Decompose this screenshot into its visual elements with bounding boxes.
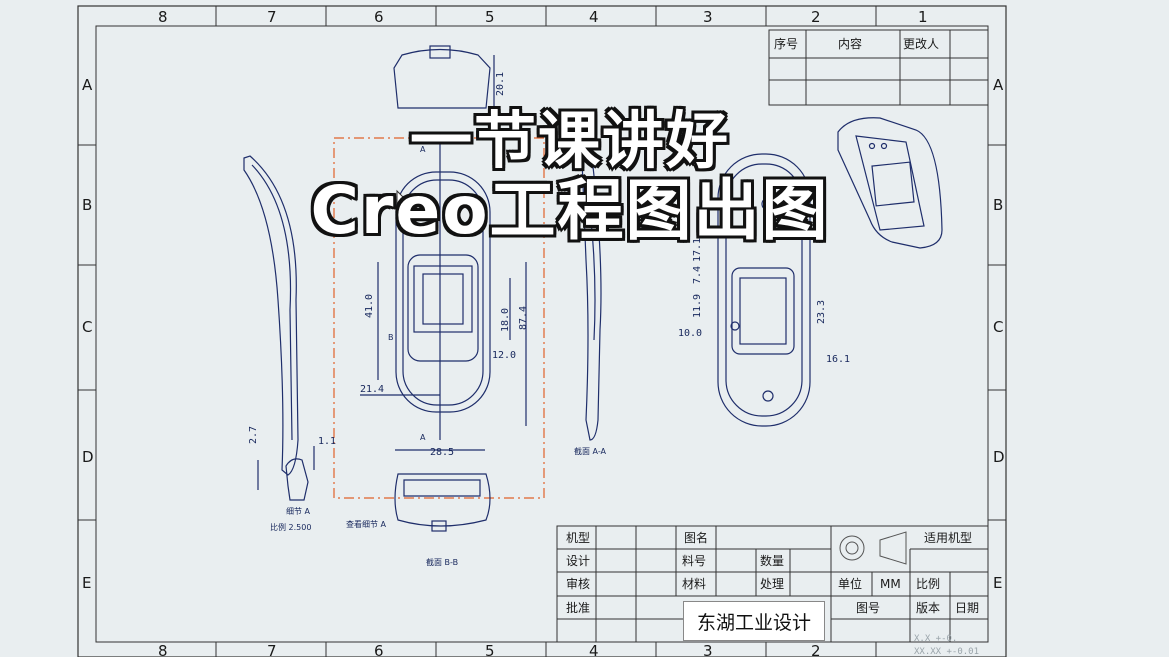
part-drawings [243,45,943,532]
tb-tolerance-1: X.X +-0. [914,634,957,644]
col-label-5-bottom: 5 [485,642,495,657]
row-label-b-right: B [993,196,1003,214]
tb-cailiao: 材料 [682,577,706,591]
dim-41: 41.0 [364,294,375,318]
revision-table [768,29,989,106]
col-label-2-bottom: 2 [811,642,821,657]
col-label-4: 4 [589,8,599,26]
tb-shuliang: 数量 [760,553,784,568]
inner-frame [95,25,989,643]
row-label-c-left: C [82,318,92,336]
col-label-1: 1 [918,8,928,26]
dim-28-5: 28.5 [430,447,454,458]
tb-shenhe: 审核 [566,576,590,591]
tb-jixing: 机型 [566,531,590,545]
tb-pizhun: 批准 [566,600,590,615]
row-label-c-right: C [993,318,1003,336]
dim-18: 18.0 [500,308,511,332]
tb-riqi: 日期 [955,601,979,615]
col-label-3: 3 [703,8,713,26]
col-label-2: 2 [811,8,821,26]
col-label-6-bottom: 6 [374,642,384,657]
col-label-4-bottom: 4 [589,642,599,657]
dim-7-4: 7.4 [692,266,703,284]
dim-20-1: 20.1 [495,72,506,96]
label-view-detail: 查看细节 A [346,519,387,529]
revision-header-content: 内容 [838,36,862,51]
row-label-e-right: E [993,574,1002,592]
tb-danwei: 单位 [838,576,862,591]
tb-unit-value: MM [880,577,901,591]
dim-1-1: 1.1 [318,436,336,447]
col-label-6: 6 [374,8,384,26]
row-label-a-left: A [82,76,93,94]
col-label-8: 8 [158,8,168,26]
dim-87-4: 87.4 [518,306,529,330]
zone-ticks [78,6,1006,657]
dim-11-9: 11.9 [692,294,703,318]
row-label-b-left: B [82,196,92,214]
tb-chuli: 处理 [760,577,784,591]
dim-12: 12.0 [492,350,516,361]
dim-2-7: 2.7 [248,426,259,444]
tb-bili: 比例 [916,577,940,591]
col-label-5: 5 [485,8,495,26]
tb-tolerance-2: XX.XX +-0.01 [914,647,979,657]
title-block [556,525,989,643]
projection-symbol-icon [839,531,907,565]
dim-16-1: 16.1 [826,354,850,365]
dim-17-1: 17.1 [692,238,703,262]
dim-21-4: 21.4 [360,384,384,395]
col-label-3-bottom: 3 [703,642,713,657]
tb-tuhao: 图号 [856,601,880,615]
revision-header-no: 序号 [774,36,798,51]
dim-10: 10.0 [678,328,702,339]
label-detail-a: 细节 A [286,506,311,516]
label-scale: 比例 2.500 [270,522,311,532]
label-cut-b: B [388,333,394,342]
tb-liaohao: 料号 [682,554,706,568]
col-label-8-bottom: 8 [158,642,168,657]
label-section-aa: 截面 A-A [574,446,607,456]
tb-tuming: 图名 [684,530,708,545]
company-name-label: 东湖工业设计 [683,601,825,641]
row-label-d-right: D [993,448,1005,466]
tb-banben: 版本 [916,601,940,615]
outer-frame [77,5,1007,657]
label-cut-a-top: A [420,145,426,154]
row-label-a-right: A [993,76,1004,94]
row-label-d-left: D [82,448,94,466]
row-label-e-left: E [82,574,91,592]
col-label-7: 7 [267,8,277,26]
label-section-bb: 截面 B-B [426,557,458,567]
label-cut-a-bottom: A [420,433,426,442]
tb-shiyong: 适用机型 [924,531,972,545]
dim-23-3: 23.3 [816,300,827,324]
col-label-7-bottom: 7 [267,642,277,657]
tb-sheji: 设计 [566,554,590,568]
mouse-cursor-icon [396,189,411,213]
revision-header-changer: 更改人 [903,37,939,51]
